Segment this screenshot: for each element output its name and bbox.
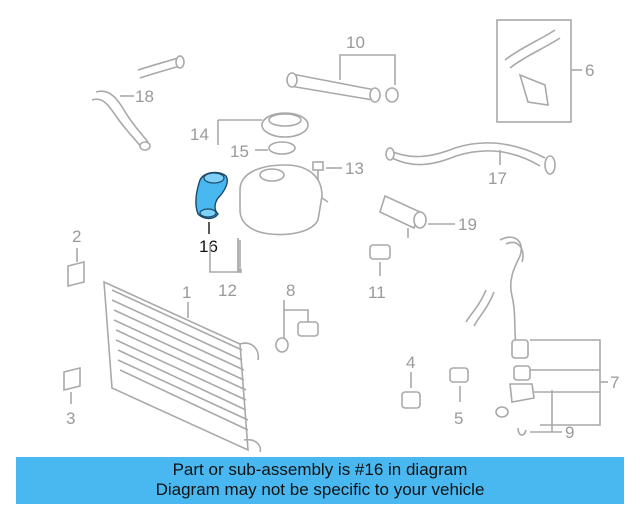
part-4-sensor — [401, 372, 421, 409]
part-11-fitting — [369, 244, 391, 276]
part-1-radiator — [103, 280, 262, 453]
callout-6: 6 — [585, 61, 594, 80]
callout-19: 19 — [458, 215, 477, 234]
callout-8: 8 — [286, 281, 295, 300]
part-15-seal — [255, 141, 296, 155]
banner-line-1: Part or sub-assembly is #16 in diagram — [172, 460, 468, 479]
callout-1: 1 — [182, 283, 191, 302]
callout-5: 5 — [454, 409, 463, 428]
part-6-assembly — [496, 19, 582, 123]
parts-diagram: 18 10 6 14 15 13 17 — [63, 19, 619, 453]
part-19-sensor — [379, 194, 455, 238]
banner-line-2: Diagram may not be specific to your vehi… — [155, 480, 485, 499]
callout-16: 16 — [199, 237, 218, 256]
callout-4: 4 — [406, 353, 415, 372]
part-7-hose-assembly — [465, 236, 608, 426]
part-12-tank — [237, 164, 329, 273]
part-17-hose — [385, 142, 556, 175]
part-5-sensor — [449, 367, 469, 402]
part-18-hose — [91, 55, 185, 151]
part-3-bracket — [63, 366, 81, 404]
callout-18: 18 — [135, 87, 154, 106]
callout-12: 12 — [218, 281, 237, 300]
callout-10: 10 — [346, 33, 365, 52]
part-9-clamps — [517, 390, 562, 436]
callout-15: 15 — [230, 142, 249, 161]
callout-9: 9 — [565, 423, 574, 442]
callout-2: 2 — [72, 227, 81, 246]
part-8-fittings — [275, 300, 319, 353]
callout-7: 7 — [610, 373, 619, 392]
callout-17: 17 — [488, 169, 507, 188]
part-16-hose-highlighted — [195, 171, 228, 234]
info-banner: Part or sub-assembly is #16 in diagram D… — [16, 457, 624, 504]
callout-14: 14 — [190, 125, 209, 144]
part-2-bracket — [67, 248, 85, 288]
callout-13: 13 — [345, 159, 364, 178]
callout-12-bracket — [209, 240, 241, 273]
part-14-cap — [217, 112, 309, 145]
callout-11: 11 — [368, 283, 386, 302]
part-10-pipe — [286, 54, 399, 103]
callout-3: 3 — [66, 409, 75, 428]
